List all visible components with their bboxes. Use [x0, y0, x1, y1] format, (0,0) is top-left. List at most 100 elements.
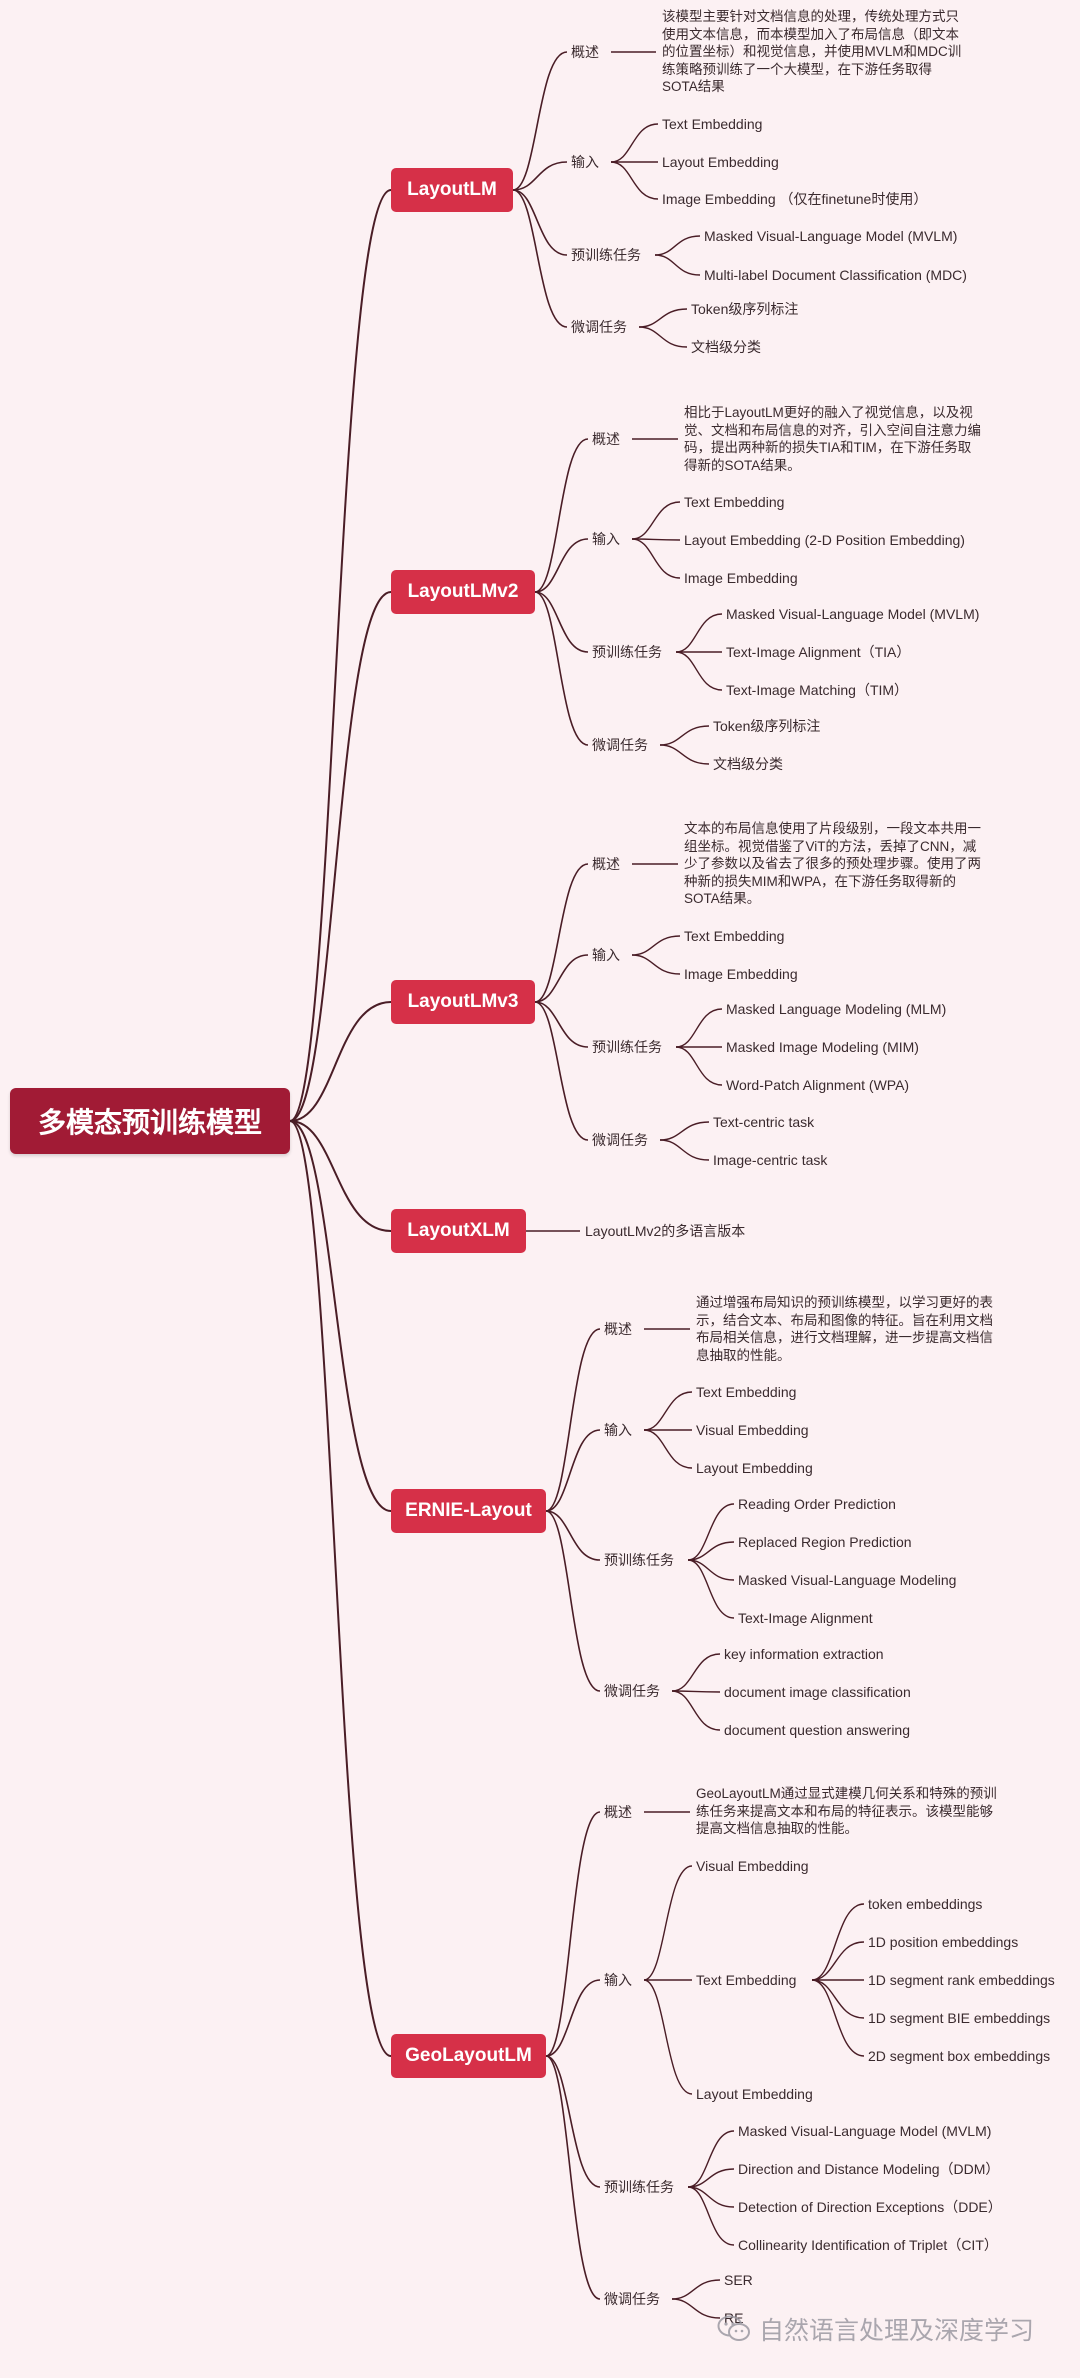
leaf-item: Image-centric task [713, 1152, 828, 1168]
sub-leaf-item: 1D segment BIE embeddings [868, 2010, 1051, 2026]
connector [545, 1510, 601, 1561]
section-label: 预训练任务 [571, 247, 641, 263]
section-label: 概述 [604, 1321, 632, 1337]
section-label: 概述 [571, 44, 599, 60]
model-node-layoutlm[interactable]: LayoutLM [391, 168, 513, 212]
sub-leaf-item: 2D segment box embeddings [868, 2048, 1051, 2064]
connector [811, 1979, 865, 2019]
connector [534, 591, 589, 746]
connector [610, 161, 659, 200]
leaf-item: Collinearity Identification of Triplet（C… [738, 2237, 998, 2253]
connector [512, 189, 568, 328]
leaf-item: Word-Patch Alignment (WPA) [726, 1077, 910, 1093]
watermark: 自然语言处理及深度学习 [717, 2312, 1034, 2346]
connector [671, 1690, 721, 1693]
section-label: 概述 [604, 1804, 632, 1820]
connector [289, 1120, 392, 1512]
leaf-item: key information extraction [724, 1646, 884, 1662]
section-label: 输入 [592, 531, 620, 547]
model-node-layoutlmv2[interactable]: LayoutLMv2 [391, 570, 535, 614]
model-node-geolayoutlm[interactable]: GeoLayoutLM [391, 2034, 546, 2078]
connector [638, 326, 688, 348]
model-node-layoutlmv3[interactable]: LayoutLMv3 [391, 980, 535, 1024]
connector [643, 1429, 693, 1469]
overview-text: 通过增强布局知识的预训练模型，以学习更好的表示，结合文本、布局和图像的特征。旨在… [696, 1295, 993, 1363]
connector [659, 1121, 710, 1141]
section-label: 预训练任务 [592, 644, 662, 660]
overview-text: 该模型主要针对文档信息的处理，传统处理方式只使用文本信息，而本模型加入了布局信息… [662, 9, 962, 94]
connector [643, 1865, 693, 1981]
section-label: 预训练任务 [604, 2179, 674, 2195]
connector [289, 1120, 392, 1232]
connector [687, 2186, 735, 2208]
connector [675, 1008, 723, 1048]
connector [534, 863, 589, 1003]
leaf-item: Masked Language Modeling (MLM) [726, 1001, 947, 1017]
connector [659, 744, 710, 765]
overview-text: GeoLayoutLM通过显式建模几何关系和特殊的预训练任务来提高文本和布局的特… [696, 1786, 997, 1836]
section-label: 概述 [592, 856, 620, 872]
connector [631, 935, 681, 956]
leaf-item: Layout Embedding [696, 1460, 813, 1476]
connector [545, 1328, 601, 1512]
sub-leaf-item: 1D segment rank embeddings [868, 1972, 1055, 1988]
model-node-ernie-layout[interactable]: ERNIE-Layout [391, 1489, 546, 1533]
connector [534, 438, 589, 593]
connector [687, 2130, 735, 2188]
watermark-text: 自然语言处理及深度学习 [759, 2317, 1035, 2345]
leaf-item: Visual Embedding [696, 1422, 809, 1438]
connector [534, 1001, 589, 1048]
leaf-item: Text-Image Matching（TIM） [726, 682, 909, 698]
connector [687, 2186, 735, 2246]
connector [512, 51, 568, 191]
connector [643, 1391, 693, 1431]
connector [289, 591, 392, 1122]
leaf-item: Detection of Direction Exceptions（DDE） [738, 2199, 1002, 2215]
connector [631, 954, 681, 975]
leaf-item: document image classification [724, 1684, 911, 1700]
connector [638, 308, 688, 328]
connector [631, 501, 681, 540]
sub-leaf-item: 1D position embeddings [868, 1934, 1019, 1950]
leaf-item: Direction and Distance Modeling（DDM） [738, 2161, 1000, 2177]
connector [671, 2298, 721, 2319]
connector [289, 1120, 392, 2057]
connector [659, 1139, 710, 1161]
section-label: 概述 [592, 431, 620, 447]
sub-leaf-item: token embeddings [868, 1896, 983, 1912]
connector [671, 1653, 721, 1692]
leaf-item: Text Embedding [684, 494, 785, 510]
section-label: 微调任务 [604, 2291, 660, 2307]
model-node-layoutxlm[interactable]: LayoutXLM [391, 1209, 526, 1253]
leaf-item: Image Embedding [684, 570, 798, 586]
leaf-item: SER [724, 2272, 753, 2288]
leaf-item: Reading Order Prediction [738, 1496, 896, 1512]
leaf-item: Masked Visual-Language Model (MVLM) [704, 228, 958, 244]
leaf-item: Text Embedding [684, 928, 785, 944]
leaf-item: Token级序列标注 [691, 301, 799, 317]
overview-text: 文本的布局信息使用了片段级别，一段文本共用一组坐标。视觉借鉴了ViT的方法，丢掉… [684, 821, 981, 906]
leaf-item: Visual Embedding [696, 1858, 809, 1874]
connector [811, 1941, 865, 1981]
overview-text: 相比于LayoutLM更好的融入了视觉信息，以及视觉、文档和布局信息的对齐，引入… [684, 405, 981, 473]
connector [534, 1001, 589, 1141]
section-label: 预训练任务 [592, 1039, 662, 1055]
leaf-item: Layout Embedding [662, 154, 779, 170]
connector [545, 2055, 601, 2188]
connector [675, 613, 723, 653]
connector [811, 1979, 865, 2057]
connector [687, 1559, 735, 1581]
connector [671, 1690, 721, 1731]
section-label: 微调任务 [592, 737, 648, 753]
connector [687, 2168, 735, 2188]
connector [545, 1811, 601, 2057]
root-node[interactable]: 多模态预训练模型 [10, 1088, 290, 1154]
connector [659, 725, 710, 746]
leaf-item: Replaced Region Prediction [738, 1534, 912, 1550]
leaf-item: Text Embedding [696, 1384, 797, 1400]
connector [534, 591, 589, 653]
connector [675, 1046, 723, 1086]
connector [643, 1979, 693, 2095]
leaf-item: Text-Image Alignment（TIA） [726, 644, 911, 660]
connector [545, 2055, 601, 2300]
